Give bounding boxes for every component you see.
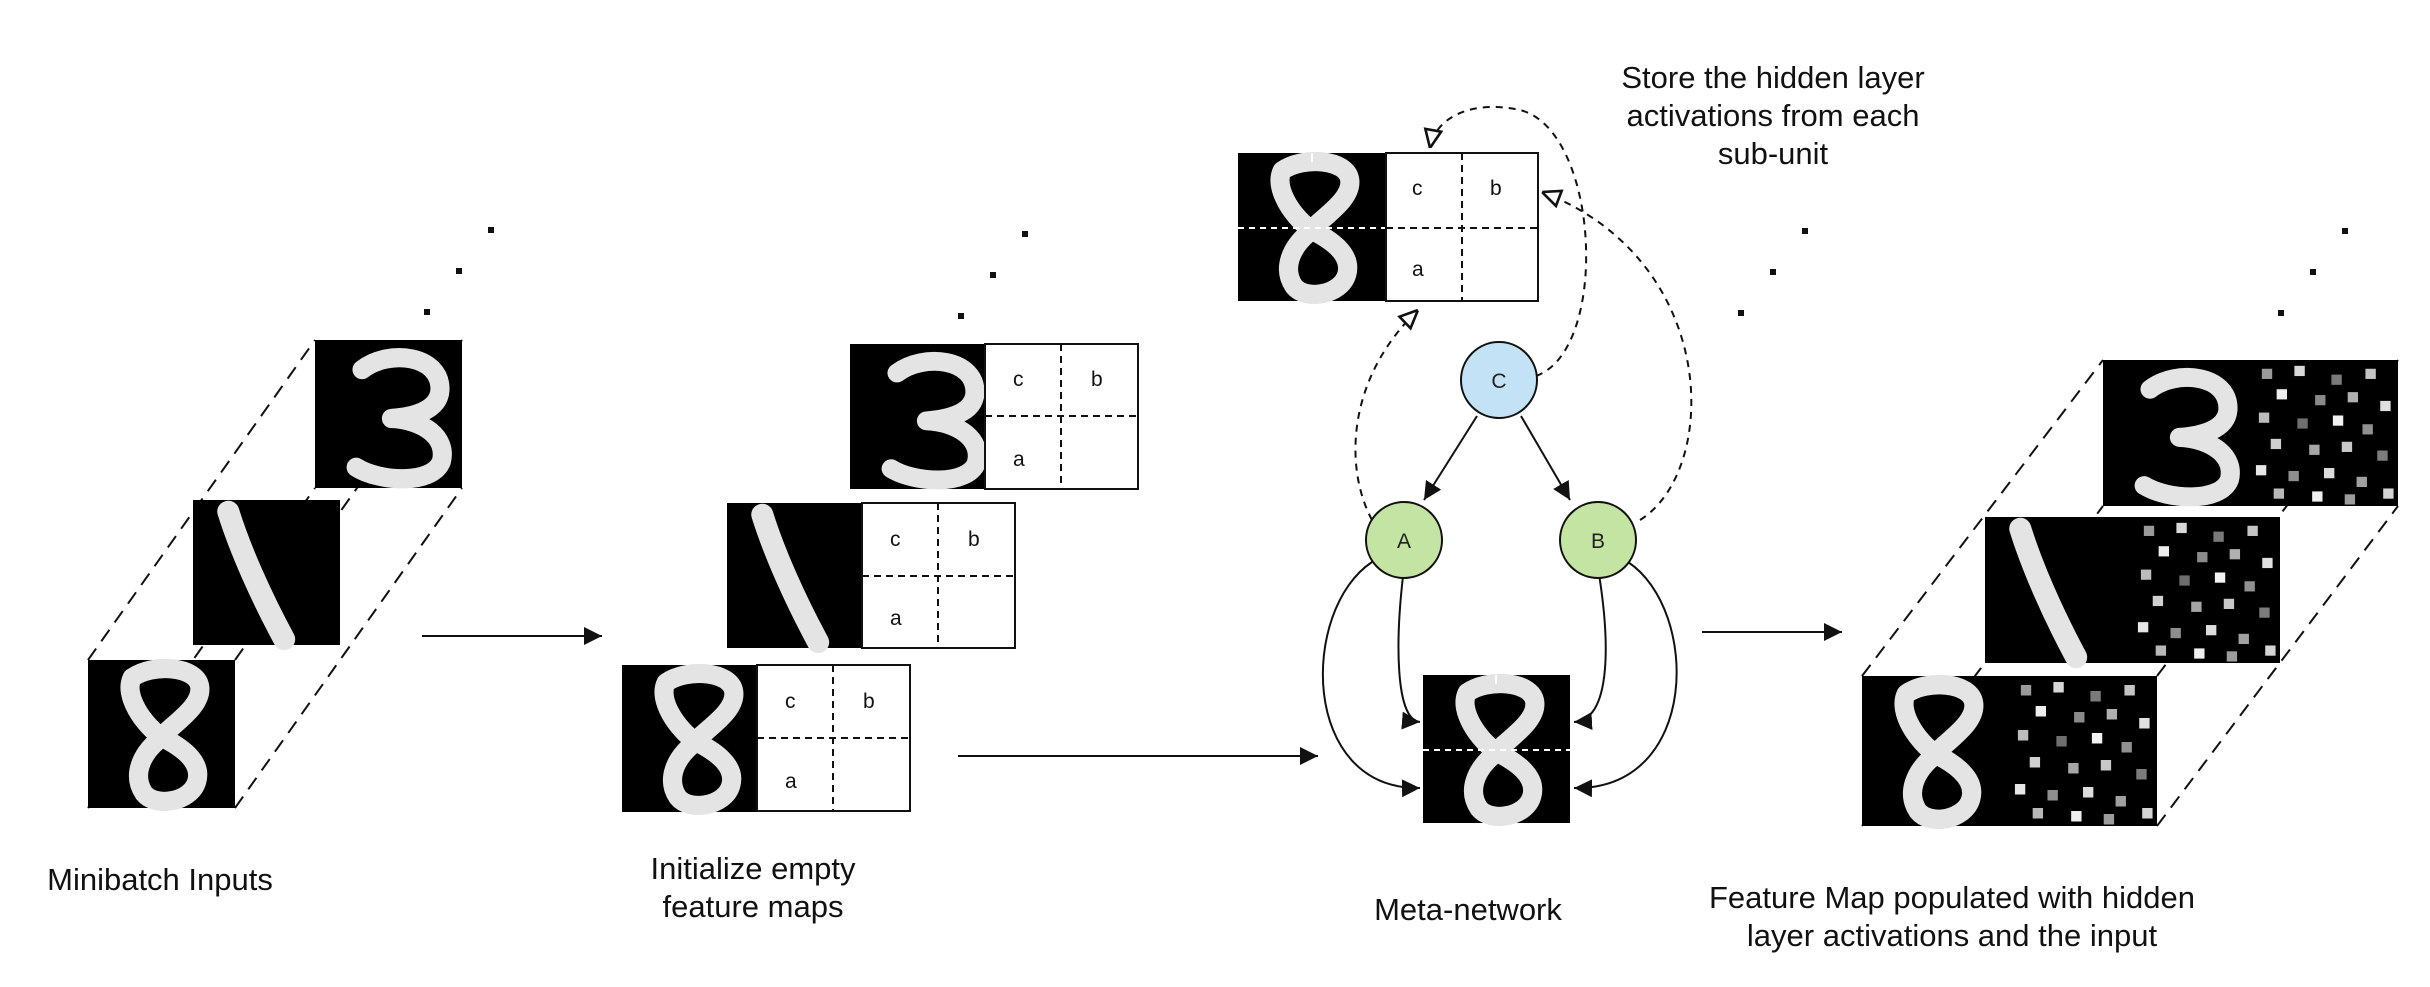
- stack-ellipsis-dots: [1738, 228, 2348, 316]
- caption-meta-network: Meta-network: [1374, 892, 1562, 927]
- store-edge-c: [1430, 106, 1588, 377]
- store-edge-a: [1354, 310, 1418, 521]
- cell-b: b: [1091, 368, 1103, 391]
- edge-c-to-b: [1520, 415, 1571, 501]
- cell-a: a: [1013, 448, 1025, 471]
- stored-feature-map: c b a: [1238, 153, 1539, 301]
- node-b-label: B: [1591, 530, 1605, 553]
- minibatch-stack: [88, 227, 494, 808]
- node-c-label: C: [1491, 370, 1506, 393]
- feature-map-3-empty: c b a: [850, 344, 1139, 489]
- cell-c: c: [785, 690, 796, 713]
- caption-store-line3: sub-unit: [1718, 136, 1829, 171]
- meta-network: c b a C A B: [1238, 106, 1693, 823]
- populated-feature-maps: [1738, 228, 2399, 826]
- edge-a-to-input-outer: [1321, 561, 1421, 798]
- initialized-feature-maps: c b a c b a c b a: [622, 231, 1139, 812]
- caption-initialize-line1: Initialize empty: [650, 851, 856, 886]
- digit-image-8: [88, 660, 235, 808]
- digit-image-1: [193, 500, 340, 645]
- cell-a: a: [785, 770, 797, 793]
- cell-a: a: [1412, 258, 1424, 281]
- node-b: B: [1559, 501, 1637, 579]
- cell-b: b: [968, 528, 980, 551]
- node-a: A: [1365, 501, 1443, 579]
- caption-store-line2: activations from each: [1627, 98, 1920, 133]
- edge-b-to-input-outer: [1573, 561, 1678, 798]
- edge-c-to-a: [1423, 415, 1478, 501]
- cell-b: b: [863, 690, 875, 713]
- populated-map-8: [1862, 676, 2157, 826]
- caption-initialize-line2: feature maps: [663, 889, 844, 924]
- caption-populated-line2: layer activations and the input: [1747, 918, 2158, 953]
- network-input-image: [1423, 675, 1570, 823]
- caption-populated-line1: Feature Map populated with hidden: [1709, 880, 2195, 915]
- node-a-label: A: [1397, 530, 1411, 553]
- digit-image-3: [315, 340, 462, 488]
- node-c: C: [1460, 341, 1538, 419]
- stack-ellipsis-dots: [424, 227, 494, 315]
- cell-b: b: [1490, 177, 1502, 200]
- stack-ellipsis-dots: [958, 231, 1028, 319]
- feature-map-8-empty: c b a: [622, 665, 911, 812]
- populated-map-3: [2103, 360, 2398, 506]
- cell-a: a: [890, 607, 902, 630]
- cell-c: c: [1013, 368, 1024, 391]
- feature-map-1-empty: c b a: [727, 503, 1016, 648]
- populated-map-1: [1985, 517, 2280, 663]
- cell-c: c: [890, 528, 901, 551]
- store-edge-b: [1542, 192, 1693, 521]
- caption-minibatch-inputs: Minibatch Inputs: [47, 862, 273, 897]
- edge-b-to-input-inner: [1573, 567, 1607, 731]
- caption-store-line1: Store the hidden layer: [1621, 60, 1924, 95]
- edge-a-to-input-inner: [1397, 567, 1421, 730]
- cell-c: c: [1412, 177, 1423, 200]
